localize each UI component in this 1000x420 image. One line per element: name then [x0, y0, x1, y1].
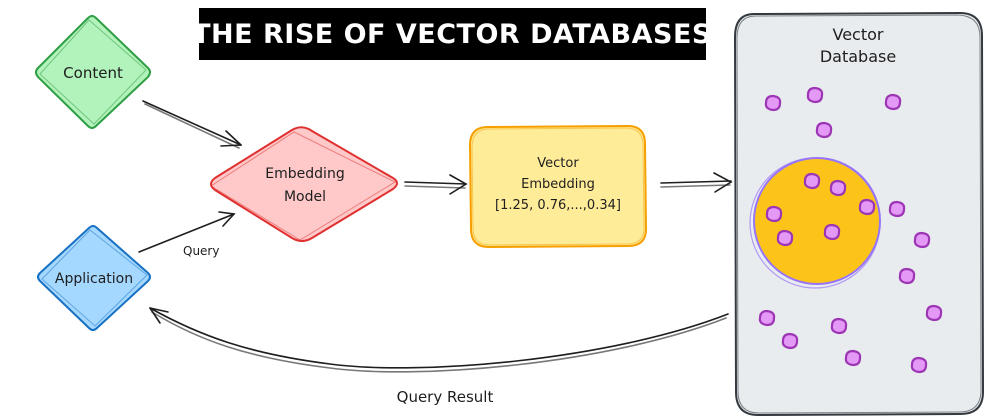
vector-embedding-label-line2: Embedding	[521, 177, 595, 192]
vector-embedding-node: Vector Embedding [1.25, 0.76,...,0.34]	[468, 124, 648, 249]
vector-point	[823, 223, 841, 241]
vector-embedding-values: [1.25, 0.76,...,0.34]	[495, 198, 621, 213]
content-diamond	[35, 15, 151, 129]
embedding-model-label-line1: Embedding	[265, 166, 344, 182]
vector-point	[925, 304, 943, 322]
diagram-title: THE RISE OF VECTOR DATABASES	[192, 19, 712, 50]
arrow-application-to-embedding	[138, 211, 236, 253]
vector-points	[758, 86, 943, 374]
embedding-model-node: Embedding Model	[210, 126, 398, 242]
vector-point	[888, 200, 906, 218]
arrow-embedding-to-vector	[404, 174, 468, 195]
vector-point	[858, 198, 876, 216]
vector-point	[830, 317, 848, 335]
application-label: Application	[55, 271, 133, 287]
vector-point	[829, 179, 847, 197]
title-banner: THE RISE OF VECTOR DATABASES	[192, 8, 712, 60]
vector-point	[781, 332, 799, 350]
vector-point	[806, 86, 824, 104]
flow-arrows	[138, 100, 733, 373]
query-result-label: Query Result	[397, 388, 494, 406]
query-label: Query	[183, 244, 219, 258]
vector-database-node: Vector Database	[733, 11, 985, 417]
vector-point	[758, 309, 776, 327]
vector-point	[884, 93, 902, 111]
arrow-content-to-embedding	[142, 100, 242, 149]
vector-database-label-line2: Database	[820, 47, 896, 66]
vector-point	[910, 356, 928, 374]
vector-embedding-box	[468, 124, 648, 249]
vector-point	[803, 172, 821, 190]
vector-point	[844, 349, 862, 367]
arrow-vector-to-database	[660, 172, 733, 193]
arrow-database-to-application	[149, 307, 729, 373]
vector-database-label-line1: Vector	[833, 25, 884, 44]
vector-point	[815, 121, 833, 139]
vector-embedding-label-line1: Vector	[537, 156, 579, 171]
vector-point	[776, 229, 794, 247]
embedding-model-label-line2: Model	[284, 189, 326, 205]
vector-point	[764, 94, 782, 112]
vector-point	[765, 205, 783, 223]
application-node: Application	[37, 225, 151, 331]
vector-point	[898, 267, 916, 285]
content-label: Content	[63, 64, 123, 82]
content-node: Content	[35, 15, 151, 129]
application-diamond	[37, 225, 151, 331]
vector-point	[913, 231, 931, 249]
